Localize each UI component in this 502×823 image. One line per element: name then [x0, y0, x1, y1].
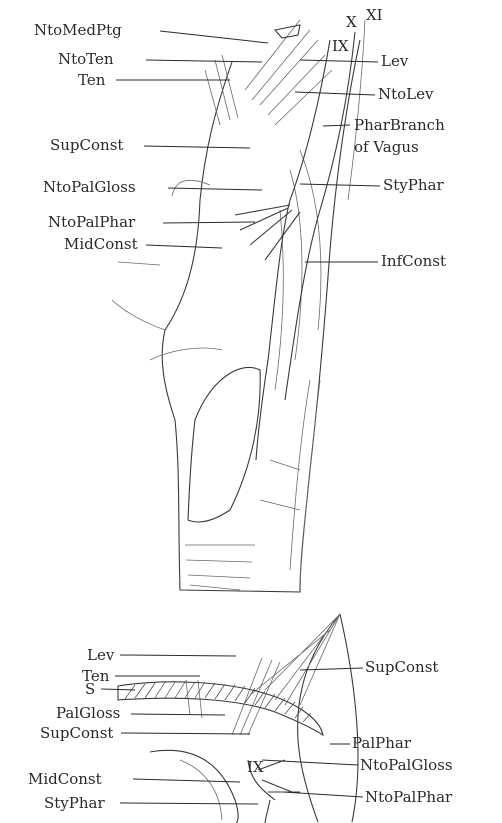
lower-labels: Lev Ten S PalGloss SupConst MidConst Sty… [28, 646, 453, 812]
upper-labels: NtoMedPtg NtoTen Ten SupConst NtoPalGlos… [34, 6, 446, 270]
lower-leader-lines [101, 655, 363, 804]
upper-nerve-x [285, 32, 355, 400]
label-lower-midconst: MidConst [28, 770, 102, 788]
label-upper-x: X [346, 13, 357, 31]
label-upper-ix: IX [332, 37, 349, 55]
lower-band-hatching [125, 682, 311, 722]
label-upper-ntolev: NtoLev [378, 85, 434, 103]
label-upper-styphar: StyPhar [383, 176, 444, 194]
upper-nerve-xi [348, 20, 365, 200]
lower-band-outline [118, 682, 323, 735]
label-upper-ntopalphar: NtoPalPhar [48, 213, 136, 231]
upper-trachea-rings [185, 545, 255, 590]
label-lower-supconst-left: SupConst [40, 724, 113, 742]
label-upper-xi: XI [366, 6, 383, 24]
label-lower-ntopalgloss: NtoPalGloss [360, 756, 453, 774]
label-upper-infconst: InfConst [381, 252, 446, 270]
lower-right-wall-inner [298, 614, 340, 822]
lower-hatched-band [118, 682, 323, 735]
label-upper-midconst: MidConst [64, 235, 138, 253]
upper-levator-fibres [245, 20, 332, 125]
label-lower-palphar: PalPhar [352, 734, 412, 752]
label-upper-supconst: SupConst [50, 136, 123, 154]
upper-constrictor-fibres [275, 150, 321, 390]
label-lower-supconst-right: SupConst [365, 658, 438, 676]
upper-inferior-fibres [260, 380, 320, 580]
lower-left-curve [150, 750, 238, 823]
label-lower-styphar: StyPhar [44, 794, 105, 812]
lower-drawing [150, 614, 358, 823]
label-lower-palgloss: PalGloss [56, 704, 120, 722]
upper-drawing [112, 20, 365, 592]
label-upper-ntopalgloss: NtoPalGloss [43, 178, 136, 196]
label-upper-ntoten: NtoTen [58, 50, 114, 68]
label-lower-ntopalphar: NtoPalPhar [365, 788, 453, 806]
upper-leader-lines [116, 31, 380, 262]
upper-nerve-branches [235, 205, 300, 260]
upper-pharynx-outline [162, 40, 360, 592]
upper-larynx-outline [188, 367, 260, 522]
label-upper-of-vagus: of Vagus [354, 138, 419, 156]
label-upper-ntomedptg: NtoMedPtg [34, 21, 122, 39]
lower-supconst-fibres [250, 614, 340, 705]
label-upper-pharbranch: PharBranch [354, 116, 445, 134]
upper-tensor-fibres [205, 55, 238, 125]
lower-right-wall-outer [340, 614, 358, 822]
label-lower-ix: IX [247, 758, 264, 776]
upper-left-folds [112, 180, 222, 360]
upper-nerve-ix [256, 40, 330, 460]
label-lower-lev: Lev [87, 646, 115, 664]
lower-nerve-ix [265, 800, 270, 823]
label-upper-lev: Lev [381, 52, 409, 70]
label-upper-ten: Ten [78, 71, 106, 89]
label-lower-s: S [85, 680, 95, 698]
